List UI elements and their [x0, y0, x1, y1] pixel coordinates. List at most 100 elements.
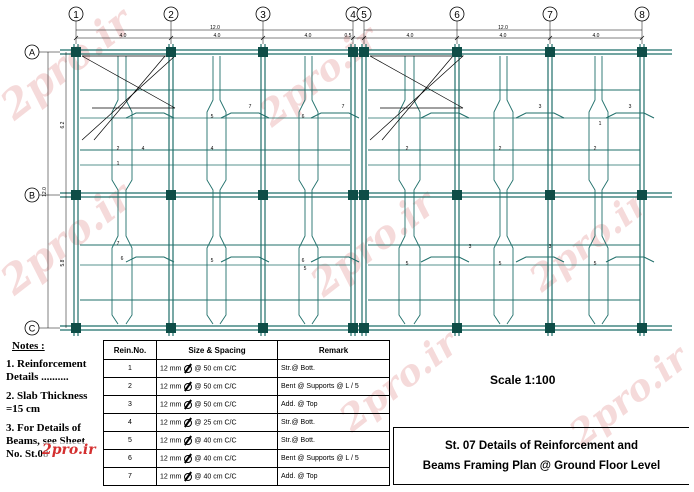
- size-spacing-cell: 12 mm@ 25 cm C/C: [156, 413, 278, 432]
- axis-label: 7: [547, 10, 553, 21]
- site-logo: 2pro.ir: [42, 442, 96, 458]
- dimension-text: 4.0: [407, 33, 414, 39]
- bar-spacing: @ 40 cm C/C: [194, 455, 237, 463]
- column-square: [637, 47, 647, 57]
- rebar-line: [220, 256, 270, 263]
- bar-spacing: @ 50 cm C/C: [194, 401, 237, 409]
- rebar-line: [515, 256, 565, 263]
- dimension-tick: [168, 35, 174, 41]
- rein-no-cell: 1: [103, 359, 157, 378]
- column-square: [452, 190, 462, 200]
- column-square: [71, 47, 81, 57]
- size-spacing-cell: 12 mm @ 50 cm C/C: [156, 395, 278, 414]
- remark-cell: Str.@ Bott.: [277, 431, 390, 450]
- rebar-line: [605, 256, 655, 263]
- dimension-text: 12.0: [498, 25, 508, 31]
- column-square: [452, 47, 462, 57]
- dimension-tick: [73, 35, 79, 41]
- rebar-line: [220, 112, 270, 119]
- rebar-line: [601, 56, 609, 325]
- column-square: [166, 323, 176, 333]
- bar-number-label: 5: [406, 261, 409, 267]
- rein-no-cell: 3: [103, 395, 157, 414]
- column-square: [545, 190, 555, 200]
- rebar-line: [420, 112, 470, 119]
- rebar-line: [310, 256, 360, 263]
- rebar-line: [605, 112, 655, 119]
- bar-number-label: 5: [304, 266, 307, 272]
- column-square: [166, 47, 176, 57]
- bar-number-label: 2: [499, 146, 502, 152]
- bar-number-label: 4: [142, 146, 145, 152]
- opening-line: [381, 55, 454, 141]
- bar-size: 12 mm: [160, 455, 182, 463]
- bar-diameter-icon: [183, 364, 193, 373]
- bar-diameter-icon: [183, 454, 193, 463]
- axis-label: 6: [454, 10, 460, 21]
- bar-number-label: 5: [211, 114, 214, 120]
- bar-number-label: 5: [499, 261, 502, 267]
- rein-no-cell: 7: [103, 467, 157, 486]
- size-spacing-cell: 12 mm@ 40 cm C/C: [156, 467, 278, 486]
- remark-cell: Bent @ Supports @ L / 5: [277, 377, 390, 396]
- column-square: [637, 323, 647, 333]
- bar-spacing: @ 40 cm C/C: [194, 437, 237, 445]
- column-square: [166, 190, 176, 200]
- column-square: [348, 190, 358, 200]
- bar-diameter-icon: [183, 382, 193, 391]
- column-square: [545, 47, 555, 57]
- scale-label: Scale 1:100: [490, 373, 556, 387]
- opening-line: [81, 55, 176, 109]
- bar-size: 12 mm: [160, 383, 182, 391]
- rebar-line: [125, 56, 133, 325]
- bar-size: 12 mm: [160, 401, 182, 409]
- rein-no-cell: 6: [103, 449, 157, 468]
- rein-no-cell: 4: [103, 413, 157, 432]
- bar-number-label: 5: [211, 258, 214, 264]
- axis-label: 3: [260, 10, 266, 21]
- column-square: [348, 323, 358, 333]
- dimension-text: 0.5: [345, 33, 352, 39]
- bar-size: 12 mm: [160, 437, 182, 445]
- axis-label: A: [29, 48, 35, 58]
- title-block: St. 07 Details of Reinforcement and Beam…: [393, 427, 689, 485]
- bar-diameter-icon: [183, 418, 193, 427]
- bar-number-label: 5: [594, 261, 597, 267]
- column-square: [359, 323, 369, 333]
- bar-diameter-icon: [183, 400, 193, 409]
- dimension-tick: [350, 35, 356, 41]
- dimension-tick: [454, 35, 460, 41]
- bar-number-label: 7: [342, 104, 345, 110]
- axis-label: 2: [168, 10, 174, 21]
- rebar-line: [125, 112, 175, 119]
- column-square: [71, 323, 81, 333]
- bar-diameter-icon: [183, 436, 193, 445]
- bar-spacing: @ 40 cm C/C: [194, 473, 237, 481]
- rein-no-cell: 5: [103, 431, 157, 450]
- rebar-line: [311, 56, 319, 325]
- size-spacing-cell: 12 mm @ 40 cm C/C: [156, 431, 278, 450]
- opening-line: [93, 55, 166, 141]
- bar-number-label: 3: [629, 104, 632, 110]
- column-square: [545, 323, 555, 333]
- bar-number-label: 3: [549, 244, 552, 250]
- bar-diameter-icon: [183, 472, 193, 481]
- bar-number-label: 4: [211, 146, 214, 152]
- dimension-tick: [260, 35, 266, 41]
- rebar-line: [219, 56, 227, 325]
- dimension-tick: [361, 35, 367, 41]
- bar-number-label: 2: [406, 146, 409, 152]
- bar-number-label: 7: [117, 241, 120, 247]
- dimension-text: 6.2: [60, 121, 66, 128]
- dimension-tick: [547, 35, 553, 41]
- rebar-line: [125, 256, 175, 263]
- column-square: [359, 190, 369, 200]
- dimension-text: 4.0: [500, 33, 507, 39]
- bar-number-label: 1: [117, 161, 120, 167]
